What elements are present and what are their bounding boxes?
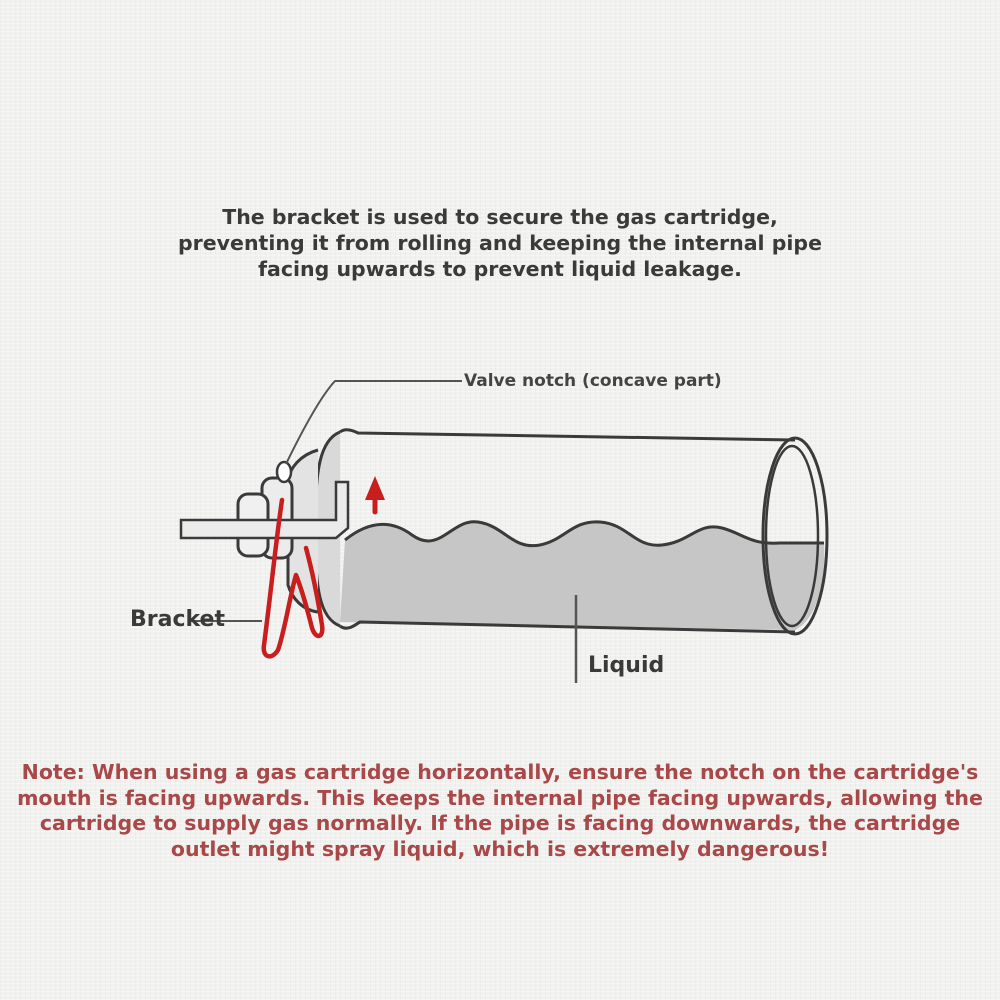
- note-line: outlet might spray liquid, which is extr…: [170, 836, 830, 861]
- liquid-label: Liquid: [588, 653, 665, 678]
- bracket-label: Bracket: [130, 607, 225, 632]
- intro-line: The bracket is used to secure the gas ca…: [222, 205, 778, 229]
- internal-pipe: [179, 480, 350, 540]
- cartridge-end-inner: [764, 444, 820, 628]
- intro-line: facing upwards to prevent liquid leakage…: [258, 257, 742, 281]
- cartridge-body-top: [339, 428, 796, 442]
- cartridge-body-bottom: [339, 620, 796, 634]
- note-line: cartridge to supply gas normally. If the…: [39, 811, 961, 835]
- cartridge-end-outer: [761, 436, 829, 636]
- liquid-surface: [344, 520, 824, 548]
- warning-note: Note: When using a gas cartridge horizon…: [4, 760, 996, 862]
- liquid-fill: [340, 521, 825, 630]
- valve-notch-leader: [285, 380, 462, 465]
- valve-notch: [275, 460, 293, 484]
- arrow-up-icon: [365, 476, 385, 515]
- note-line: Note: When using a gas cartridge horizon…: [21, 760, 979, 784]
- bracket-wire: [261, 497, 325, 659]
- intro-line: preventing it from rolling and keeping t…: [177, 231, 822, 255]
- note-line: mouth is facing upwards. This keeps the …: [17, 785, 983, 810]
- valve-notch-label: Valve notch (concave part): [464, 371, 722, 391]
- intro-text: The bracket is used to secure the gas ca…: [100, 204, 900, 282]
